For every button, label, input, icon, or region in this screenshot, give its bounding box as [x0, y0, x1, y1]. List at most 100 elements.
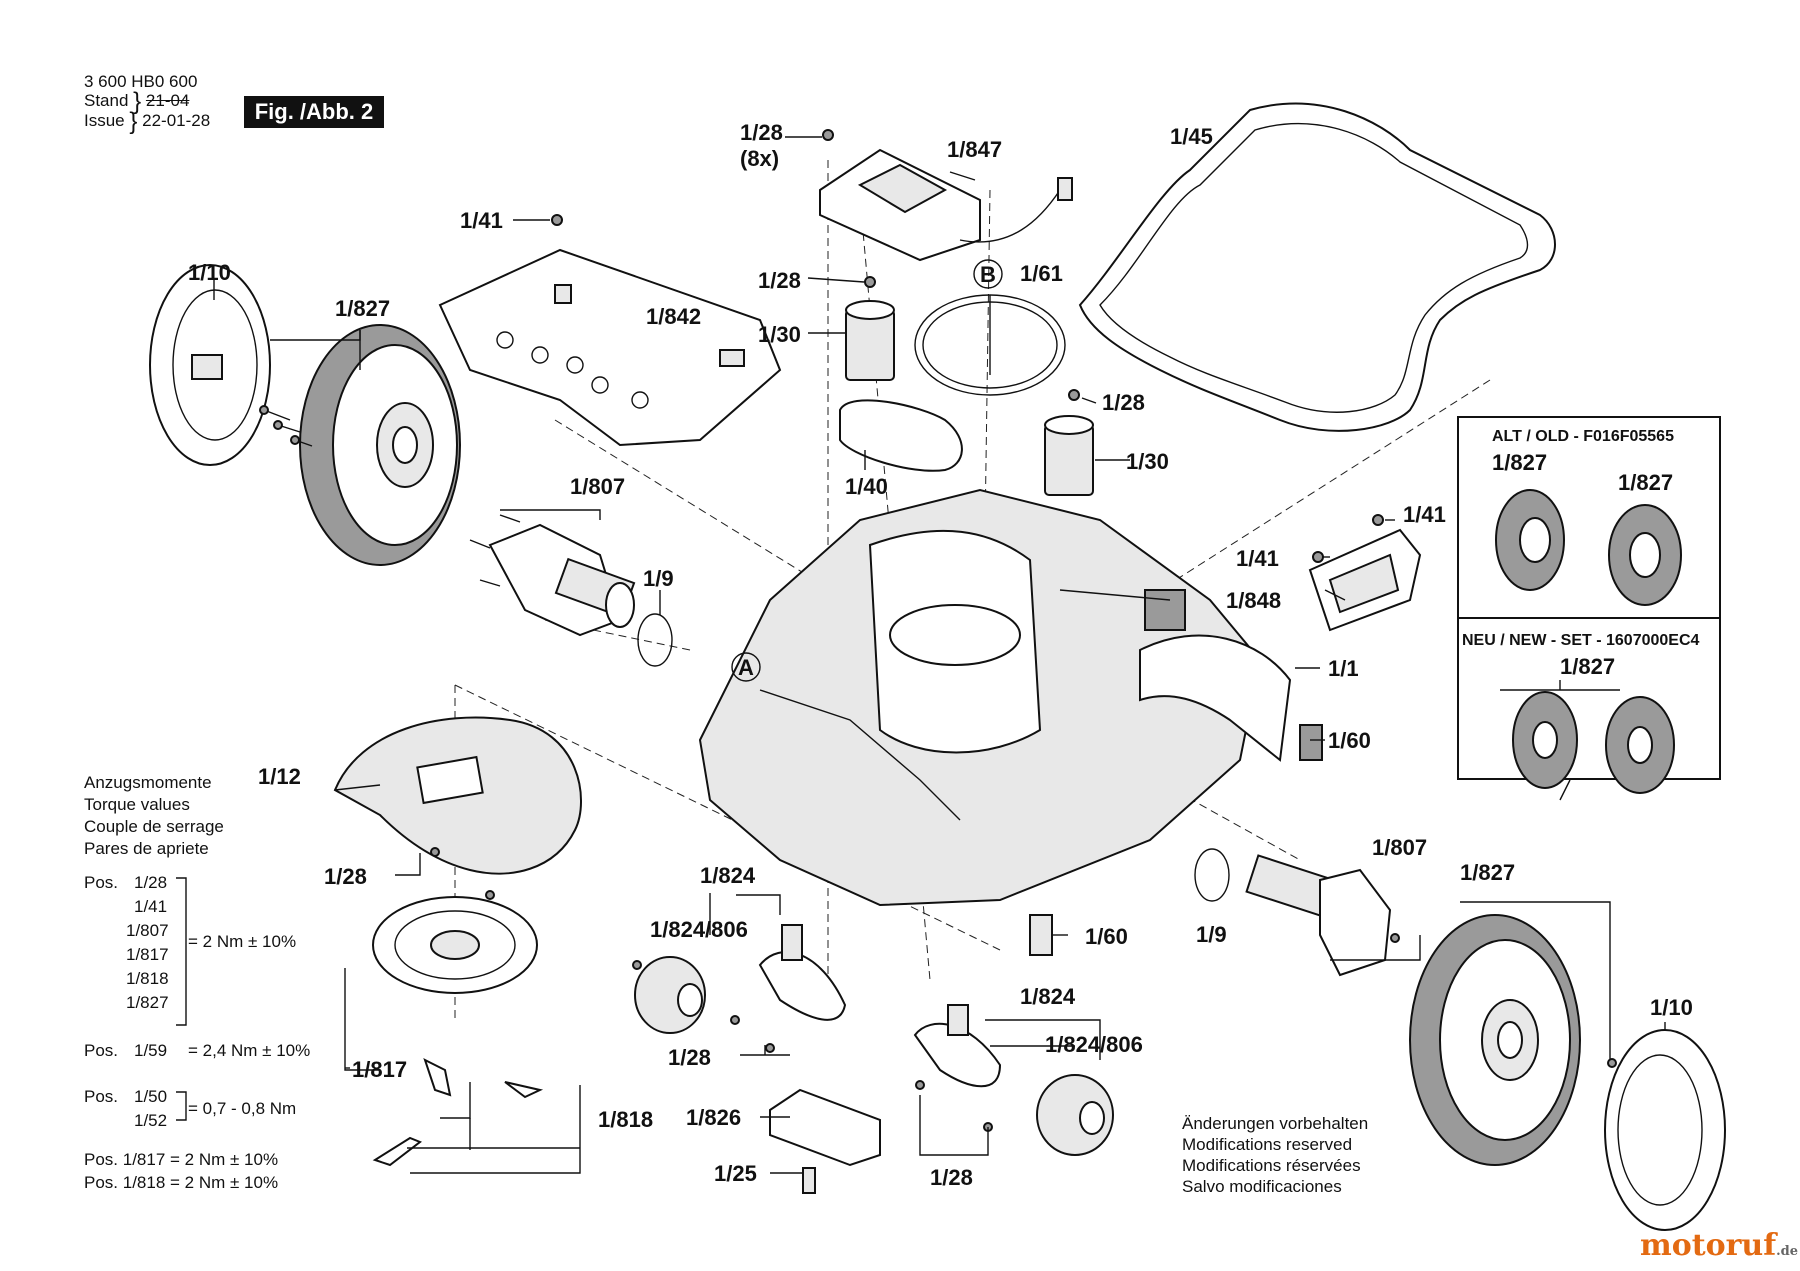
torque-heading-es: Pares de apriete — [84, 839, 209, 858]
torque-item: 1/50 — [134, 1087, 168, 1106]
label-1-41: 1/41 — [460, 208, 503, 233]
label-1-827: 1/827 — [1460, 860, 1515, 885]
magnet-a — [845, 300, 895, 381]
torque-values: Anzugsmomente Torque values Couple de se… — [84, 772, 224, 860]
label-1-817: 1/817 — [352, 1057, 407, 1082]
label-1-848: 1/848 — [1226, 588, 1281, 613]
control-module — [1308, 528, 1422, 632]
torque-heading-de: Anzugsmomente — [84, 773, 212, 792]
torque-pos-label: Pos. — [84, 1041, 119, 1060]
label-1-1: 1/1 — [1328, 656, 1359, 681]
marker-a: A — [738, 655, 754, 680]
blade-c — [372, 1136, 423, 1167]
new-variant-title: NEU / NEW - SET - 1607000EC4 — [1462, 632, 1700, 649]
torque-row: Pos. 1/818 = 2 Nm ± 10% — [84, 1173, 279, 1192]
wheel-cover-right — [1604, 1029, 1726, 1231]
old-wheel-label-2: 1/827 — [1618, 470, 1673, 495]
label-1-41: 1/41 — [1403, 502, 1446, 527]
blade-a — [423, 1058, 452, 1097]
logo-text: motoruf — [1640, 1228, 1777, 1263]
issue-row: Issue } 22-01-28 — [84, 110, 210, 134]
old-variant-title: ALT / OLD - F016F05565 — [1492, 428, 1674, 445]
magnet-b — [1044, 415, 1094, 496]
label-1-30: 1/30 — [758, 322, 801, 347]
torque-item: 1/818 — [126, 969, 169, 988]
label-1-28: 1/28 — [758, 268, 801, 293]
torque-value: = 0,7 - 0,8 Nm — [188, 1099, 297, 1118]
label-1-10: 1/10 — [188, 260, 231, 285]
o-ring-left — [637, 613, 673, 667]
label-1-28: 1/28 — [1102, 390, 1145, 415]
label-1-28: 1/28 — [668, 1045, 711, 1070]
torque-item: 1/827 — [126, 993, 169, 1012]
holder — [769, 1088, 881, 1167]
torque-pos-label: Pos. — [84, 1087, 119, 1106]
torque-item: 1/59 — [134, 1041, 168, 1060]
label-1-10: 1/10 — [1650, 995, 1693, 1020]
torque-pos-label: Pos. — [84, 873, 119, 892]
torque-item: 1/52 — [134, 1111, 168, 1130]
figure-badge: Fig. /Abb. 2 — [244, 96, 384, 128]
label-1-826: 1/826 — [686, 1105, 741, 1130]
label-8x: (8x) — [740, 146, 779, 171]
wheel-cover-left — [149, 264, 271, 466]
brand-logo: motoruf.de — [1640, 1228, 1798, 1263]
label-1-847: 1/847 — [947, 137, 1002, 162]
torque-value: = 2 Nm ± 10% — [188, 932, 297, 951]
seal-gasket — [839, 399, 963, 472]
label-1-12: 1/12 — [258, 764, 301, 789]
torque-row: Pos. 1/817 = 2 Nm ± 10% — [84, 1150, 279, 1169]
variant-box: ALT / OLD - F016F05565 1/827 1/827 NEU /… — [1457, 416, 1721, 801]
label-1-827: 1/827 — [335, 296, 390, 321]
part-labels: 1/28 (8x) 1/847 1/45 1/41 1/10 1/827 1/8… — [188, 120, 1693, 1190]
label-1-28: 1/28 — [740, 120, 783, 145]
label-1-61: 1/61 — [1020, 261, 1063, 286]
torque-heading-fr: Couple de serrage — [84, 817, 224, 836]
wheel-left — [259, 324, 461, 566]
label-1-25: 1/25 — [714, 1161, 757, 1186]
label-1-824-806: 1/824/806 — [1045, 1032, 1143, 1057]
label-1-45: 1/45 — [1170, 124, 1213, 149]
label-1-41: 1/41 — [1236, 546, 1279, 571]
old-wheel-label-1: 1/827 — [1492, 450, 1547, 475]
torque-brackets — [176, 877, 187, 1121]
label-1-30: 1/30 — [1126, 449, 1169, 474]
circuit-board — [438, 248, 782, 447]
marker-b-circle — [973, 259, 1003, 289]
chassis — [698, 488, 1292, 907]
issue-label: Issue — [84, 111, 125, 130]
logo-suffix: .de — [1776, 1244, 1799, 1259]
label-1-9: 1/9 — [1196, 922, 1227, 947]
document-header: 3 600 HB0 600 Stand } 21-04 Issue } 22-0… — [84, 72, 210, 134]
torque-value: = 2,4 Nm ± 10% — [188, 1041, 311, 1060]
brace-glyph: } — [129, 108, 138, 135]
stand-label: Stand — [84, 91, 129, 110]
blade-guard — [333, 716, 582, 875]
bumper-frame — [1078, 102, 1556, 432]
modifications-de: Änderungen vorbehalten — [1182, 1114, 1369, 1133]
label-1-807: 1/807 — [570, 474, 625, 499]
pin — [802, 1167, 816, 1194]
label-1-824: 1/824 — [700, 863, 756, 888]
new-wheel-label: 1/827 — [1560, 654, 1615, 679]
stand-value: 21-04 — [145, 91, 190, 110]
label-1-60: 1/60 — [1328, 728, 1371, 753]
label-1-28: 1/28 — [324, 864, 367, 889]
torque-item: 1/807 — [126, 921, 169, 940]
motor-shaft-left — [469, 514, 636, 637]
caster-wheel-left — [634, 924, 847, 1034]
torque-item: 1/41 — [134, 897, 168, 916]
label-1-9: 1/9 — [643, 566, 674, 591]
modifications-es: Salvo modificaciones — [1182, 1177, 1342, 1196]
modifications-en: Modifications reserved — [1182, 1135, 1353, 1154]
label-1-818: 1/818 — [598, 1107, 653, 1132]
leader-lines — [213, 136, 1666, 1174]
connector-b — [1029, 914, 1053, 956]
electronics-cover — [819, 148, 1073, 262]
label-1-824-806: 1/824/806 — [650, 917, 748, 942]
modifications-fr: Modifications réservées — [1182, 1156, 1361, 1175]
torque-item: 1/817 — [126, 945, 169, 964]
label-1-28: 1/28 — [930, 1165, 973, 1190]
